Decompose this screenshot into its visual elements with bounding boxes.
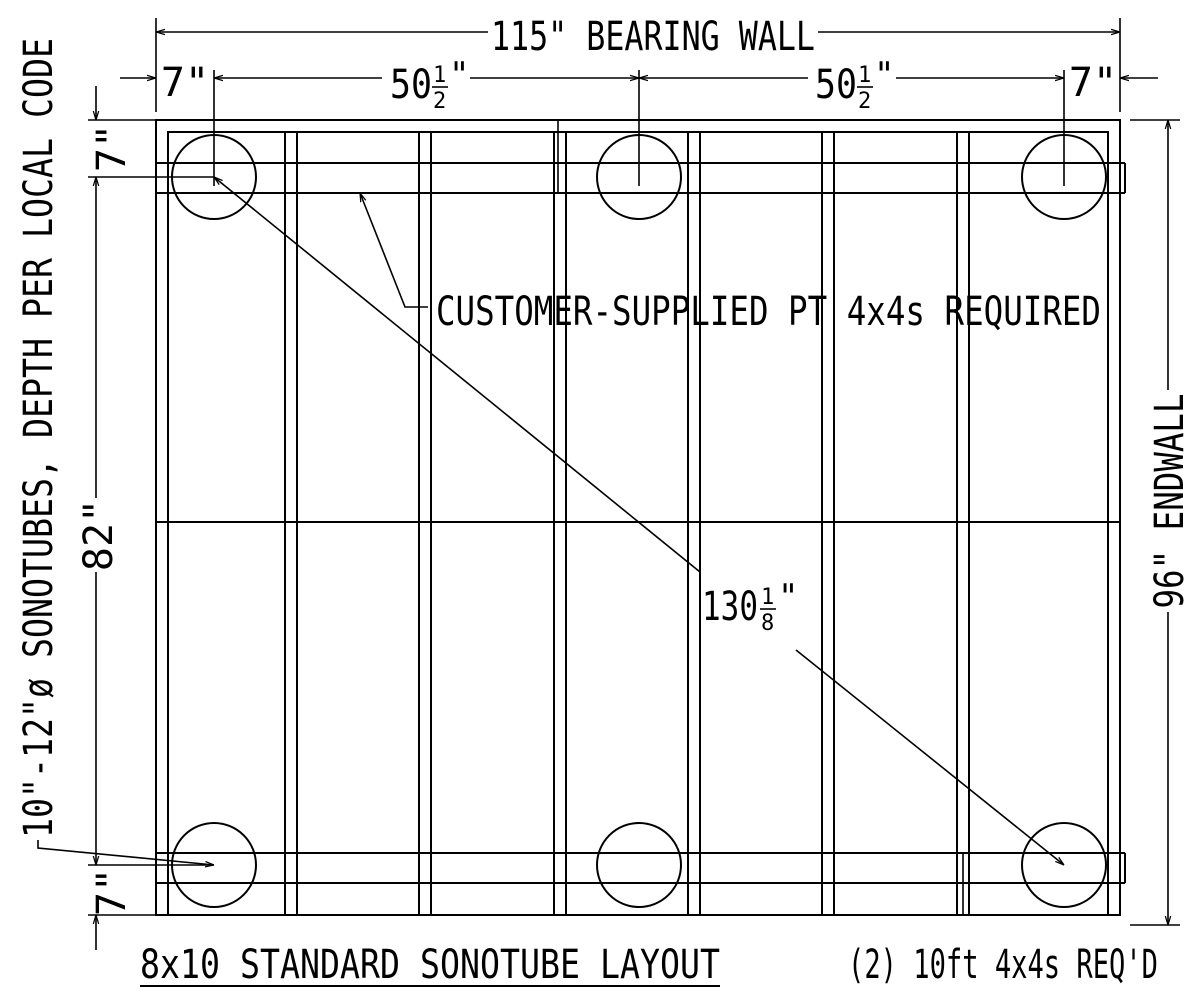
drawing-title: 8x10 STANDARD SONOTUBE LAYOUT <box>140 942 720 988</box>
bearing-wall-dimension: 115" BEARING WALL <box>155 14 1121 112</box>
span-right-whole: 50 <box>815 62 857 108</box>
span-right-inch: " <box>874 55 894 95</box>
diagonal-whole: 130 <box>702 584 758 630</box>
span-left-frac-num: 1 <box>433 63 446 88</box>
inner-depth-label: 82" <box>76 499 122 571</box>
tube-spacing-dimension: 7" 7" 50 1 2 " 50 1 2 " <box>120 55 1158 186</box>
edge-right-label: 7" <box>1069 60 1117 106</box>
sonotube-bottom-right <box>1021 822 1107 908</box>
bearing-wall-label: 115" BEARING WALL <box>491 14 815 60</box>
span-left-frac-den: 2 <box>433 89 446 114</box>
edge-left-label: 7" <box>161 60 209 106</box>
foundation-outline <box>155 119 1121 916</box>
span-right-frac-den: 2 <box>858 89 871 114</box>
sonotube-callout: 10"-12"ø SONOTUBES, DEPTH PER LOCAL CODE <box>16 38 214 865</box>
diagonal-frac-den: 8 <box>761 611 774 636</box>
diagonal-inch: " <box>778 577 798 617</box>
lumber-requirement-note: (2) 10ft 4x4s REQ'D <box>848 942 1158 988</box>
pt-beam-top <box>156 120 1126 194</box>
edge-top-label: 7" <box>89 124 135 172</box>
diagonal-dimension: 130 1 8 " <box>214 177 1064 865</box>
span-right-frac-num: 1 <box>858 63 871 88</box>
span-left-inch: " <box>449 55 469 95</box>
pt-lumber-callout: CUSTOMER-SUPPLIED PT 4x4s REQUIRED <box>360 193 1101 335</box>
edge-bottom-label: 7" <box>89 868 135 916</box>
sonotube-bottom-center <box>596 822 682 908</box>
floor-joists <box>284 132 970 915</box>
pt-lumber-label: CUSTOMER-SUPPLIED PT 4x4s REQUIRED <box>436 289 1101 335</box>
sonotube-label: 10"-12"ø SONOTUBES, DEPTH PER LOCAL CODE <box>16 38 62 838</box>
span-left-whole: 50 <box>390 62 432 108</box>
left-vertical-dimension: 7" 82" 7" <box>76 86 214 950</box>
endwall-dimension: 96" ENDWALL <box>1130 119 1191 926</box>
pt-beam-bottom <box>156 852 1126 915</box>
diagonal-frac-num: 1 <box>761 585 774 610</box>
endwall-label: 96" ENDWALL <box>1147 394 1191 609</box>
